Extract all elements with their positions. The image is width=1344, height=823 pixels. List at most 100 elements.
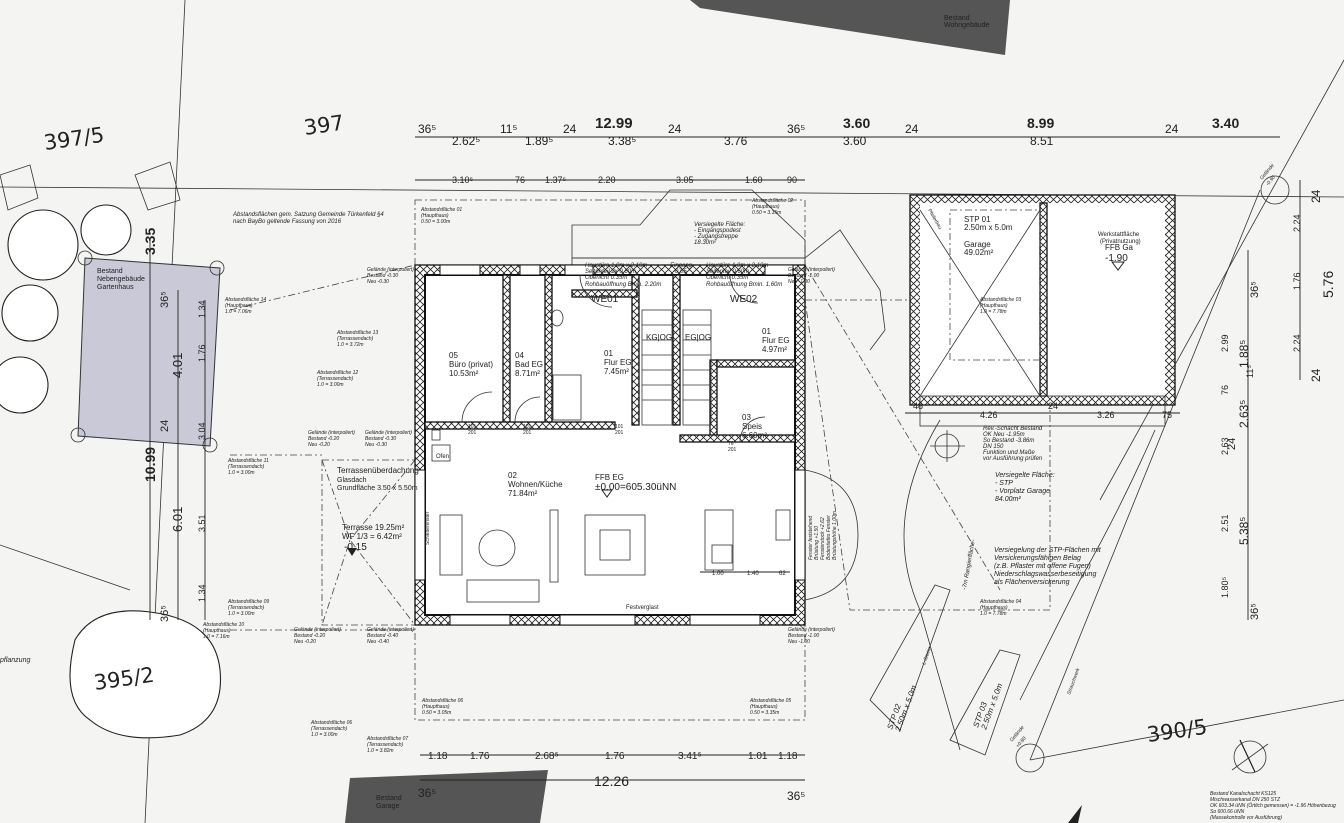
room-nr-flur2: 01 bbox=[762, 327, 771, 336]
abstand-10: 1.0 = 7.16m bbox=[203, 634, 230, 640]
door-swings bbox=[461, 274, 766, 443]
gelaende-label: Neu -0.30 bbox=[365, 442, 387, 448]
dim-label: 1.34 bbox=[197, 300, 207, 318]
dim-label: 3.04 bbox=[197, 422, 207, 440]
dim-label: 1.88⁵ bbox=[1237, 340, 1251, 368]
abstand-11: (Terrassendach) bbox=[228, 464, 265, 470]
dim-label: 1.60 bbox=[745, 175, 763, 185]
terrace-height: -0.15 bbox=[344, 542, 367, 553]
sewer-note: So 600.66 üNN bbox=[1210, 809, 1245, 815]
kitchen-dimensions: 1.00 1.40 62 bbox=[712, 571, 786, 577]
dim-label: 2.24 bbox=[1292, 214, 1302, 232]
gelaende-label: Bestand -0.30 bbox=[365, 436, 396, 442]
parking-seal-note: - Vorplatz Garage bbox=[995, 488, 1050, 495]
door-note-2: Seitenteil 0.60m bbox=[706, 269, 749, 275]
door-note-2: Oberlicht 0.35m bbox=[706, 275, 748, 281]
existing-house-label: Bestand bbox=[944, 15, 970, 22]
gelaende-label: Neu -0.20 bbox=[308, 442, 330, 448]
window-note: Brüstung +1.50 bbox=[814, 526, 820, 560]
gelaende-label: Bestand -0.40 bbox=[367, 633, 398, 639]
abstand-09: Abstandsfläche 09 bbox=[227, 599, 269, 605]
gelaende-label: Neu -1.00 bbox=[788, 639, 810, 645]
abstand-01: 0.50 = 3.00m bbox=[421, 219, 450, 225]
dim-label: 3.51 bbox=[197, 514, 207, 532]
dimension-lines bbox=[149, 136, 1301, 781]
shaft-note: DN 150 bbox=[983, 444, 1004, 450]
existing-outbuilding-label: Bestand bbox=[97, 268, 123, 275]
door-labels: 101 201 101 201 101 201 76 201 bbox=[468, 424, 737, 453]
lstein-label: L-Steine bbox=[921, 646, 933, 666]
dim-label: 3.10⁵ bbox=[452, 175, 474, 185]
festverglast-label: Festverglast bbox=[626, 605, 659, 611]
terrain-labels: Gelände (interpoliert) Bestand -0.30 Neu… bbox=[294, 163, 1277, 750]
dim-label: 8.51 bbox=[1030, 134, 1054, 148]
dim-label: 1.00 bbox=[712, 571, 724, 577]
existing-garage-shape bbox=[345, 770, 548, 823]
dim-label: 1.18 bbox=[778, 751, 798, 762]
room-name-buero: Büro (privat) bbox=[449, 360, 493, 369]
abstand-05: 0.50 = 3.35m bbox=[750, 710, 779, 716]
werkstatt-label: (Privatnutzung) bbox=[1100, 239, 1141, 245]
dim-label: 2.62⁵ bbox=[452, 134, 480, 148]
existing-outbuilding-label: Gartenhaus bbox=[97, 284, 134, 291]
sewer-note: Mischwasserkanal DN 250 STZ bbox=[1210, 797, 1281, 803]
room-area-wohnen: 71.84m² bbox=[508, 489, 538, 498]
gelaende-label: Neu -0.20 bbox=[294, 639, 316, 645]
window-note: Fensterstock +2.62 bbox=[820, 517, 826, 560]
sewer-note: (Massekontrolle vor Ausführung) bbox=[1210, 815, 1282, 821]
abstand-02: 0.50 = 3.35m bbox=[752, 210, 781, 216]
gelaende-label: Bestand -0.30 bbox=[367, 273, 398, 279]
strauch-label: Strauchwerk bbox=[1066, 667, 1081, 696]
gelaende-label: Neu -0.30 bbox=[367, 279, 389, 285]
door-label: 201 bbox=[615, 430, 624, 436]
room-area-buero: 10.53m² bbox=[449, 369, 479, 378]
gelaende-label: Gelände (interpoliert) bbox=[308, 430, 355, 436]
dim-label: 1.18 bbox=[428, 751, 448, 762]
window-note: Brüstungshöhe 1.00m bbox=[832, 511, 838, 560]
shaft-note: Funktion und Maße bbox=[983, 450, 1035, 456]
door-label: 101 bbox=[615, 424, 624, 430]
stairs bbox=[641, 309, 712, 426]
abstand-06b: 1.0 = 3.00m bbox=[311, 732, 338, 738]
dim-label: 36⁵ bbox=[787, 789, 805, 803]
right-dimensions: 24 2.24 5.76 1.76 2.24 24 36⁵ 1.88⁵ 2.99… bbox=[1220, 189, 1336, 620]
door-label: 76 bbox=[728, 441, 734, 447]
dim-label: 48 bbox=[913, 401, 923, 411]
abstand-06: (Haupthaus) bbox=[422, 704, 450, 710]
parcel-397-5: 397/5 bbox=[42, 123, 105, 155]
satzung-note: nach BayBo geltende Fassung von 2016 bbox=[233, 219, 342, 225]
abstand-06b: (Terrassendach) bbox=[311, 726, 348, 732]
abstand-03: 1.0 = 7.78m bbox=[980, 309, 1007, 315]
dim-label: 4.26 bbox=[980, 410, 998, 420]
dim-label: 36⁵ bbox=[418, 122, 436, 136]
door-note-1: Oberlicht 0.35m bbox=[585, 275, 627, 281]
abstand-09: (Terrassendach) bbox=[228, 605, 265, 611]
terrace-roof-line: Glasdach bbox=[337, 477, 367, 484]
entrance-seal-note: Versiegelte Fläche: bbox=[694, 222, 745, 228]
existing-outbuilding-label: Nebengebäude bbox=[97, 276, 145, 283]
infiltration-note: Versickerungsfähigen Belag bbox=[994, 555, 1081, 562]
room-nr-speis: 03 bbox=[742, 413, 751, 422]
abstand-04: 1.0 = 7.78m bbox=[980, 611, 1007, 617]
gelaende-label: Neu -0.40 bbox=[367, 639, 389, 645]
ffb-eg-label: FFB EG bbox=[595, 473, 624, 482]
dim-label: 3.40 bbox=[1212, 115, 1239, 131]
terrace-area: Terrasse 19.25m² bbox=[342, 523, 405, 532]
dim-label: 2.63 bbox=[1220, 437, 1230, 455]
abstand-06b: Abstandsfläche 06 bbox=[310, 720, 352, 726]
dim-label: 24 bbox=[668, 122, 682, 136]
abstand-06: 0.50 = 3.05m bbox=[422, 710, 451, 716]
dim-label: 24 bbox=[905, 122, 919, 136]
dim-label: 11⁵ bbox=[500, 122, 517, 136]
terrace-roof-line: Terrassenüberdachung bbox=[337, 466, 419, 475]
infiltration-note: Versiegelung der STP-Flächen mit bbox=[994, 547, 1102, 554]
gelaende-label: Gelände (interpoliert) bbox=[367, 627, 414, 633]
room-name-bad: Bad EG bbox=[515, 360, 543, 369]
dim-total-bottom: 12.26 bbox=[594, 773, 629, 789]
bottom-dimensions: 1.18 1.76 2.68⁵ 1.76 3.41⁵ 1.01 1.18 12.… bbox=[418, 751, 805, 803]
satzung-note: Abstandsflächen gem. Satzung Gemeinde Tü… bbox=[232, 212, 384, 218]
entrance-seal-note: 18.30m² bbox=[694, 240, 717, 246]
abstand-10: (Haupthaus) bbox=[203, 628, 231, 634]
room-name-flur2: Flur EG bbox=[762, 336, 790, 345]
